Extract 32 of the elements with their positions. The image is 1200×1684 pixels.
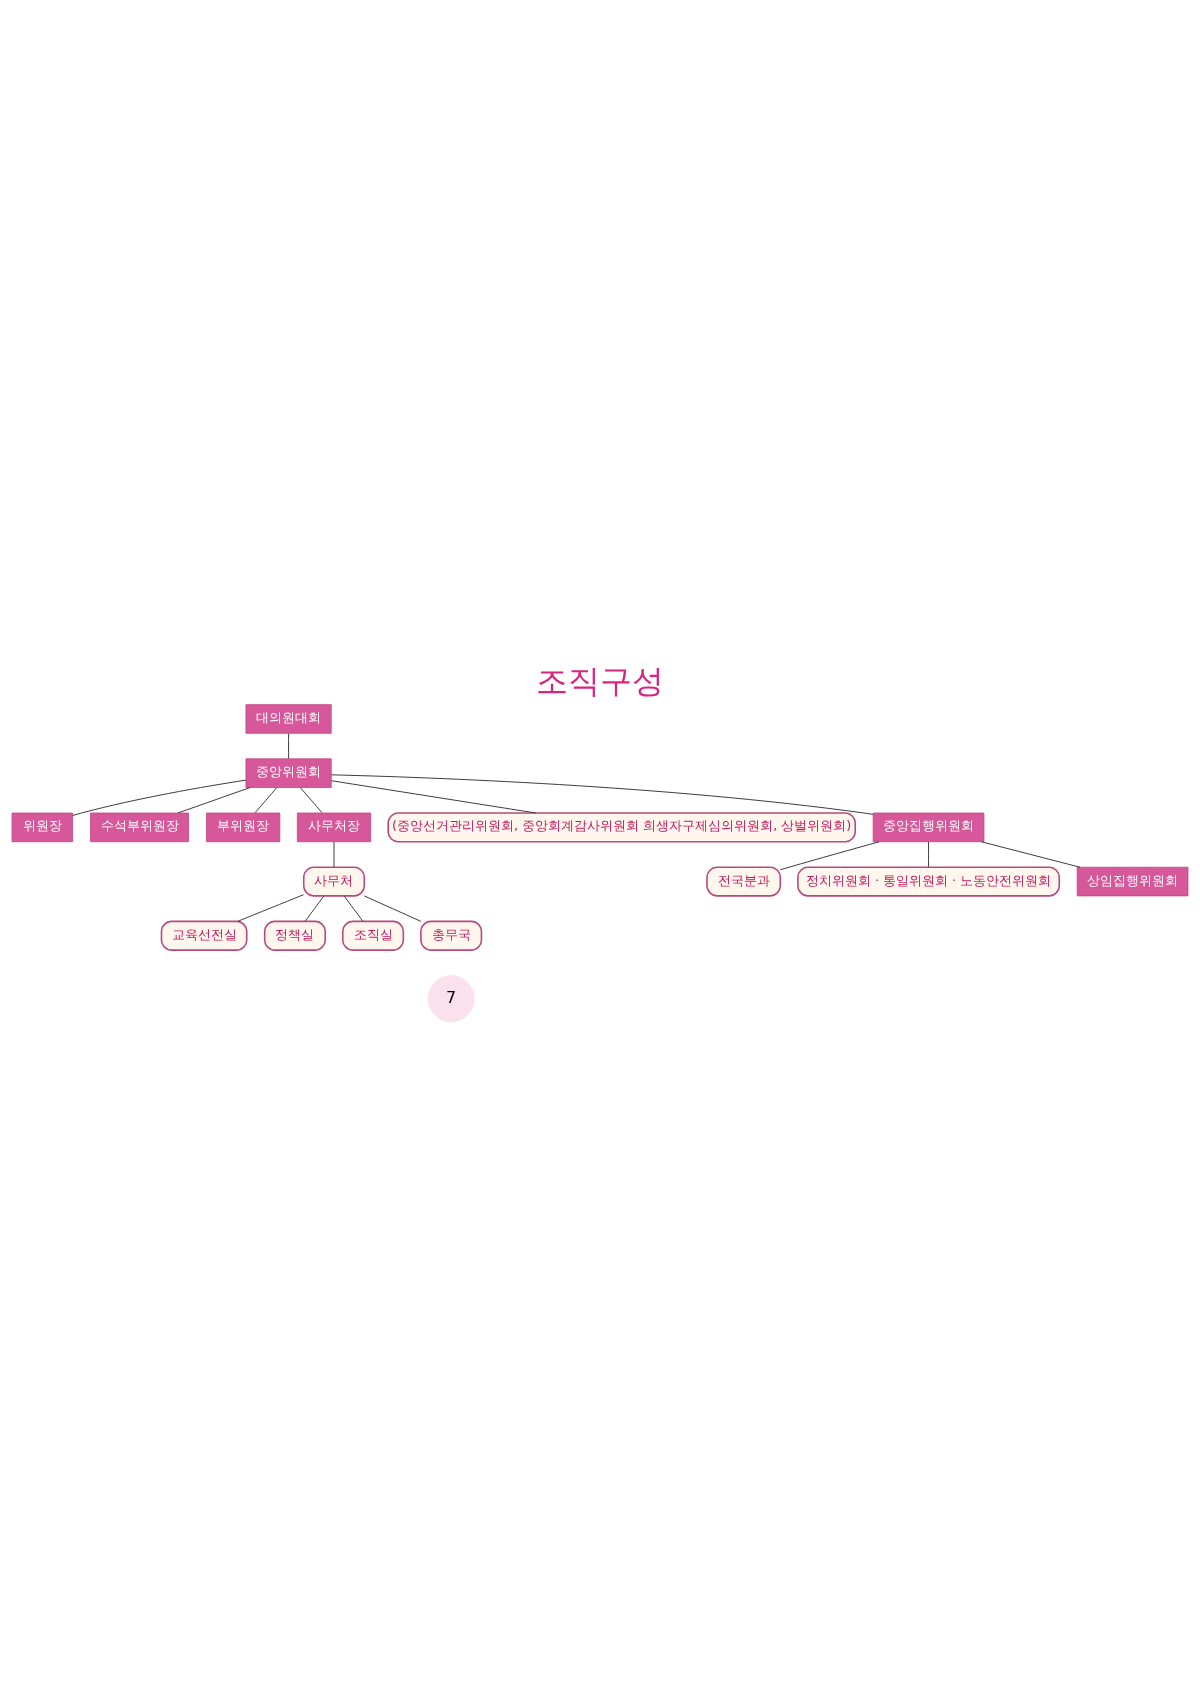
node-box: (중앙선거관리위원회, 중앙회계감사위원회 희생자구제심의위원회, 상벌위원회)	[387, 811, 857, 842]
node-box: 상임집행위원회	[1076, 866, 1189, 896]
node-box: 전국분과	[706, 865, 782, 897]
connector	[177, 786, 251, 813]
connector	[254, 786, 278, 813]
connector	[237, 893, 305, 922]
node-box: 사무처장	[296, 812, 372, 842]
connector	[300, 786, 323, 813]
connector	[330, 773, 874, 815]
connector	[364, 895, 422, 922]
node-box: 부위원장	[206, 812, 281, 842]
connector	[928, 841, 930, 867]
node-box: 대의원대회	[245, 703, 332, 734]
node-box: 중앙위원회	[245, 757, 332, 788]
node-box: 정책실	[263, 920, 327, 951]
node-box: 교육선전실	[160, 920, 248, 951]
node-box: 조직실	[342, 920, 405, 951]
label: 7	[446, 987, 457, 1007]
node-box: 사무처	[302, 865, 366, 897]
connector	[330, 779, 537, 813]
diagram-title: 조직구성	[536, 661, 664, 700]
connector	[72, 779, 247, 816]
node-box: 정치위원회 · 통일위원회 · 노동안전위원회	[797, 865, 1061, 897]
node-box: 위원장	[11, 812, 73, 842]
connector	[779, 840, 880, 870]
connector	[288, 732, 290, 759]
node-box: 수석부위원장	[90, 812, 189, 842]
connector	[980, 840, 1081, 868]
node-box: 총무국	[420, 920, 483, 951]
node-box: 중앙집행위원회	[872, 812, 985, 842]
connector	[304, 895, 325, 921]
connector	[343, 895, 364, 921]
